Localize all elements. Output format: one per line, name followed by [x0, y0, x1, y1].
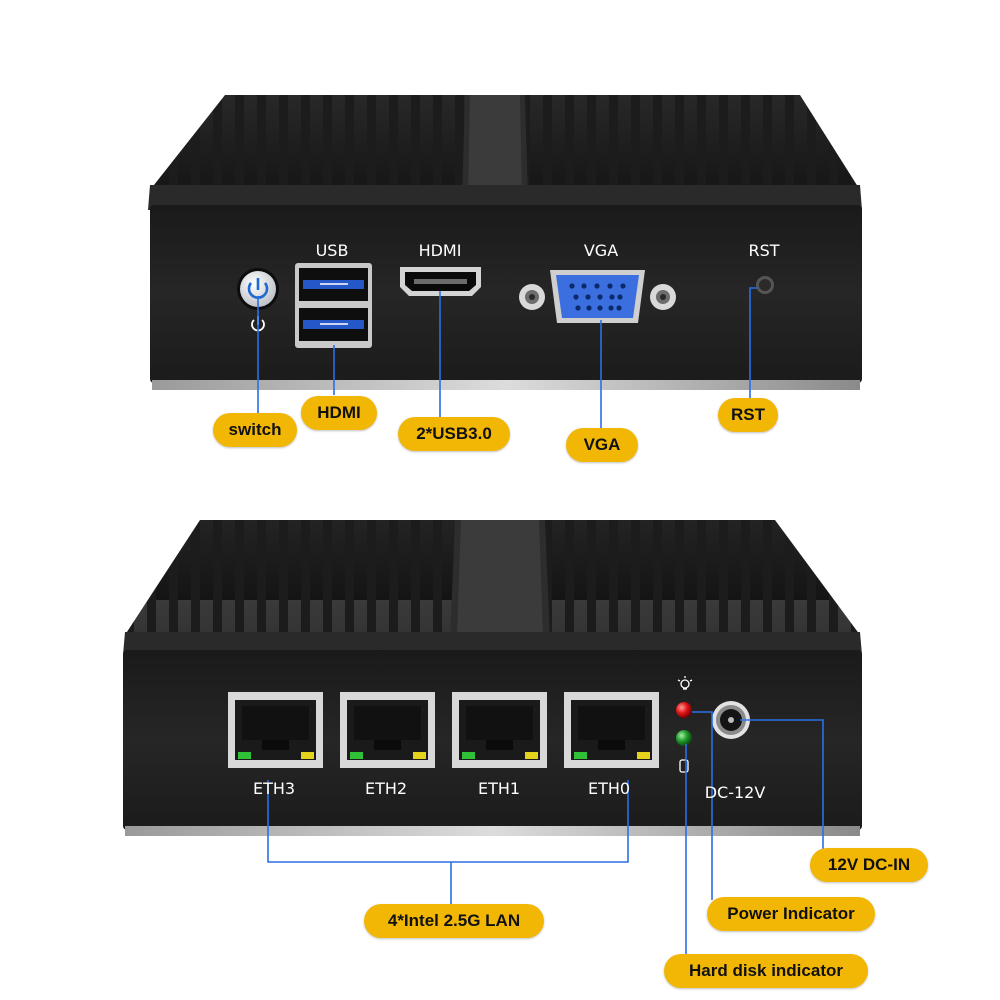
callout-rst: RST	[718, 398, 778, 432]
callout-switch: switch	[213, 413, 297, 447]
power-indicator-led	[676, 702, 692, 718]
callout-vga: VGA	[566, 428, 638, 462]
usb-ports	[295, 263, 372, 348]
ethernet-port-eth0	[564, 692, 659, 768]
label-rst: RST	[748, 241, 779, 260]
light-bulb-icon	[677, 676, 693, 690]
usb-symbol-icon	[320, 283, 348, 325]
ethernet-port-eth2	[340, 692, 435, 768]
reset-button	[756, 276, 774, 294]
label-hdmi: HDMI	[419, 241, 462, 260]
ethernet-port-eth3	[228, 692, 323, 768]
label-eth0: ETH0	[588, 779, 630, 798]
label-vga: VGA	[584, 241, 618, 260]
callout-hdmi: HDMI	[301, 396, 377, 430]
hdmi-port	[400, 267, 481, 296]
label-usb: USB	[316, 241, 349, 260]
ethernet-port-eth1	[452, 692, 547, 768]
callout-dc-in: 12V DC-IN	[810, 848, 928, 882]
callout-hard-disk-indicator: Hard disk indicator	[664, 954, 868, 988]
dc-power-jack	[712, 701, 750, 739]
callout-power-indicator: Power Indicator	[707, 897, 875, 931]
label-eth2: ETH2	[365, 779, 407, 798]
label-eth1: ETH1	[478, 779, 520, 798]
bottom-callout-lines	[267, 711, 824, 958]
hard-disk-indicator-led	[676, 730, 692, 746]
vga-port	[519, 270, 676, 323]
hard-disk-icon	[679, 759, 689, 773]
label-eth3: ETH3	[253, 779, 295, 798]
top-callout-lines	[257, 287, 757, 430]
label-dc-12v: DC-12V	[705, 783, 766, 802]
callout-usb: 2*USB3.0	[398, 417, 510, 451]
callout-lan: 4*Intel 2.5G LAN	[364, 904, 544, 938]
